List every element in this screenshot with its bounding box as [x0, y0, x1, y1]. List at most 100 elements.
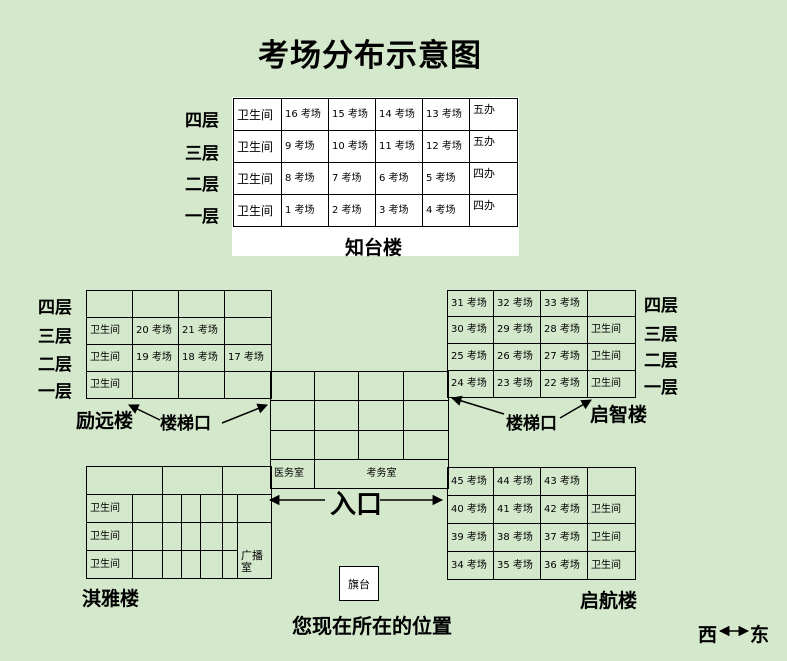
room-cell — [224, 371, 272, 399]
grid-cell — [403, 400, 449, 431]
room-cell: 43 考场 — [540, 467, 588, 496]
grid-cell — [237, 494, 273, 523]
room-cell: 13 考场 — [422, 98, 470, 131]
room-cell: 3 考场 — [375, 194, 423, 227]
floor-label: 四层 — [644, 296, 678, 316]
floor-label: 一层 — [38, 382, 72, 402]
zhitai-building-name: 知台楼 — [345, 237, 403, 259]
floor-label: 二层 — [185, 175, 219, 195]
flag-platform-label: 旗台 — [348, 577, 370, 591]
zhitai-building-table: 卫生间 16 考场 15 考场 14 考场 13 考场 五办 卫生间 9 考场 … — [233, 98, 518, 227]
flag-platform: 旗台 — [339, 566, 379, 601]
room-cell: 25 考场 — [447, 343, 494, 371]
room-cell: 五办 — [469, 98, 518, 131]
grid-cell — [181, 550, 201, 579]
stairs-arrow-right-b — [559, 399, 592, 419]
room-cell: 39 考场 — [447, 523, 494, 552]
grid-cell — [222, 494, 239, 523]
grid-cell — [199, 550, 224, 579]
room-cell: 卫生间 — [233, 98, 282, 131]
center-block-grid: 医务室 考务室 — [270, 371, 449, 489]
grid-cell — [403, 371, 449, 401]
room-cell: 38 考场 — [493, 523, 541, 552]
room-cell — [86, 290, 133, 318]
grid-cell — [132, 522, 163, 551]
grid-cell — [132, 550, 163, 579]
room-cell: 卫生间 — [86, 522, 133, 551]
grid-cell — [222, 522, 239, 551]
compass-west: 西 — [698, 624, 718, 646]
grid-cell — [270, 400, 315, 431]
room-cell: 15 考场 — [328, 98, 376, 131]
grid-cell — [358, 400, 404, 431]
room-cell: 26 考场 — [493, 343, 541, 371]
room-cell: 33 考场 — [540, 290, 588, 317]
room-cell: 35 考场 — [493, 551, 541, 580]
compass-east: 东 — [750, 624, 770, 646]
stairs-label-west: 楼梯口 — [160, 414, 211, 434]
room-cell: 11 考场 — [375, 130, 423, 163]
room-cell: 5 考场 — [422, 162, 470, 195]
floor-label: 一层 — [644, 378, 678, 398]
grid-cell — [270, 430, 315, 460]
grid-cell — [162, 494, 182, 523]
room-cell: 24 考场 — [447, 370, 494, 398]
broadcast-room: 广播室 — [237, 522, 273, 579]
floor-label: 四层 — [185, 111, 219, 131]
room-cell: 四办 — [469, 162, 518, 195]
grid-cell — [358, 371, 404, 401]
you-are-here-label: 您现在所在的位置 — [292, 614, 452, 638]
clinic-room: 医务室 — [270, 459, 315, 489]
qiya-building-table: 卫生间 卫生间 广播室 卫生间 — [86, 466, 273, 579]
room-cell: 卫生间 — [587, 495, 636, 524]
room-cell: 7 考场 — [328, 162, 376, 195]
room-cell: 19 考场 — [132, 344, 179, 372]
room-cell: 卫生间 — [86, 317, 133, 345]
page-title: 考场分布示意图 — [258, 38, 482, 74]
grid-cell — [222, 466, 273, 495]
room-cell — [587, 290, 636, 317]
room-cell: 45 考场 — [447, 467, 494, 496]
qiya-building-name: 淇雅楼 — [82, 588, 140, 610]
room-cell — [178, 371, 225, 399]
room-cell: 6 考场 — [375, 162, 423, 195]
grid-cell — [181, 522, 201, 551]
grid-cell — [86, 466, 163, 495]
stairs-arrow-left-a — [128, 404, 161, 421]
room-cell: 18 考场 — [178, 344, 225, 372]
entrance-label: 入口 — [330, 490, 383, 520]
room-cell: 2 考场 — [328, 194, 376, 227]
qizhi-building-name: 启智楼 — [590, 404, 648, 426]
room-cell: 29 考场 — [493, 316, 541, 344]
room-cell: 9 考场 — [281, 130, 329, 163]
grid-cell — [222, 550, 239, 579]
grid-cell — [199, 522, 224, 551]
grid-cell — [314, 430, 359, 460]
room-cell: 卫生间 — [86, 344, 133, 372]
broadcast-room-label: 广播室 — [241, 548, 264, 574]
grid-cell — [358, 430, 404, 460]
room-cell: 34 考场 — [447, 551, 494, 580]
room-cell: 10 考场 — [328, 130, 376, 163]
grid-cell — [314, 400, 359, 431]
floor-label: 三层 — [38, 327, 72, 347]
grid-cell — [162, 550, 182, 579]
room-cell: 27 考场 — [540, 343, 588, 371]
stairs-arrow-left-b — [221, 403, 268, 424]
room-cell: 32 考场 — [493, 290, 541, 317]
room-cell: 4 考场 — [422, 194, 470, 227]
room-cell — [132, 290, 179, 318]
qizhi-building-table: 31 考场 32 考场 33 考场 30 考场 29 考场 28 考场 卫生间 … — [447, 290, 636, 398]
room-cell: 16 考场 — [281, 98, 329, 131]
grid-cell — [403, 430, 449, 460]
room-cell: 五办 — [469, 130, 518, 163]
room-cell: 四办 — [469, 194, 518, 227]
grid-cell — [270, 371, 315, 401]
room-cell: 21 考场 — [178, 317, 225, 345]
room-cell: 卫生间 — [233, 162, 282, 195]
qihang-building-table: 45 考场 44 考场 43 考场 40 考场 41 考场 42 考场 卫生间 … — [447, 467, 636, 580]
room-cell — [224, 290, 272, 318]
floor-label: 二层 — [644, 351, 678, 371]
grid-cell — [199, 494, 224, 523]
room-cell: 卫生间 — [86, 550, 133, 579]
